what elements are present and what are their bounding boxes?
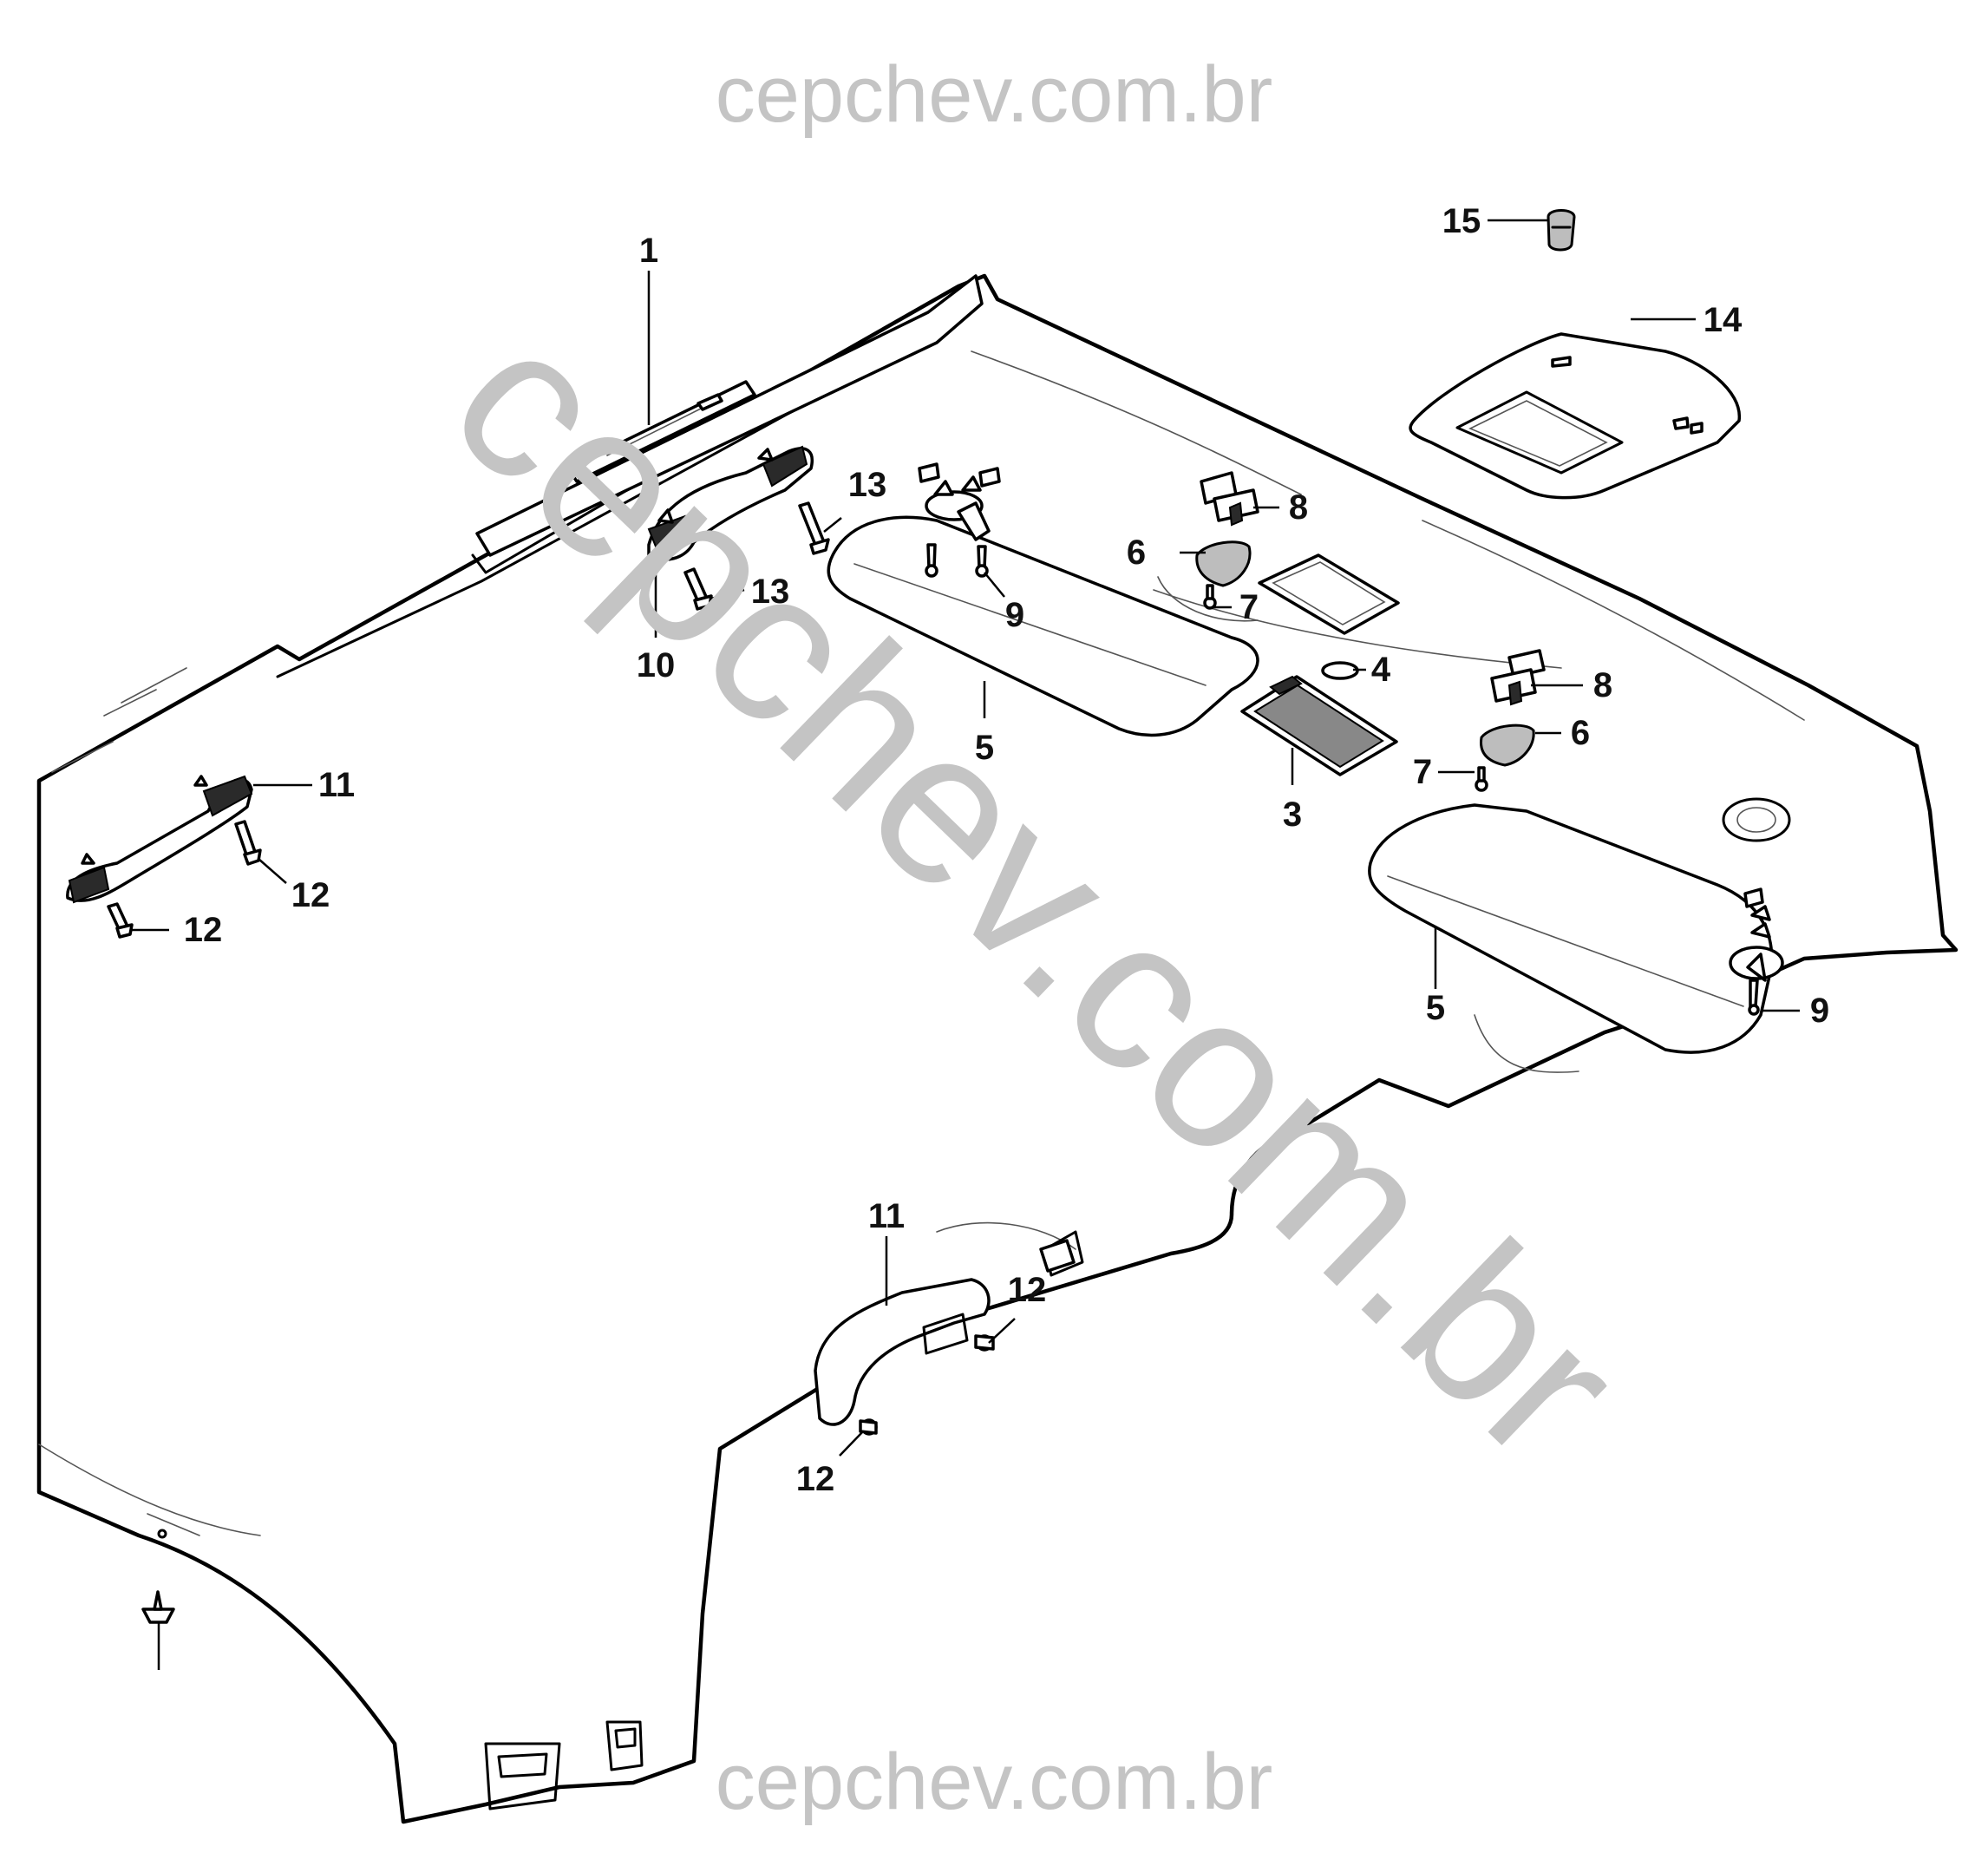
callout-1: 1 bbox=[639, 232, 658, 270]
screw-icon bbox=[975, 545, 989, 578]
callout-11-left: 11 bbox=[318, 766, 355, 804]
callout-12-rear-lower: 12 bbox=[796, 1460, 835, 1498]
watermark-bottom: cepchev.com.br bbox=[716, 1738, 1273, 1826]
bolt-icon bbox=[859, 1418, 878, 1436]
callout-5-right: 5 bbox=[1426, 989, 1445, 1027]
assist-handle-icon bbox=[647, 445, 814, 561]
visor-clip-icon bbox=[1195, 540, 1252, 587]
callout-6-right: 6 bbox=[1571, 714, 1590, 752]
screw-icon bbox=[925, 475, 991, 541]
callout-12-left-lower: 12 bbox=[184, 911, 223, 949]
callout-9-right: 9 bbox=[1810, 992, 1829, 1030]
assist-handle-icon bbox=[814, 1239, 1076, 1426]
clip-bracket-icon bbox=[1490, 649, 1546, 706]
clip-bracket-icon bbox=[1200, 471, 1259, 527]
watermark-top: cepchev.com.br bbox=[716, 50, 1273, 139]
bolt-icon bbox=[683, 567, 713, 611]
callout-13-upper: 13 bbox=[848, 466, 887, 504]
callout-7-right: 7 bbox=[1413, 753, 1432, 791]
callout-8-right: 8 bbox=[1593, 666, 1612, 704]
callout-9-front: 9 bbox=[1005, 596, 1024, 634]
screw-icon bbox=[1203, 584, 1217, 610]
bolt-icon bbox=[234, 820, 262, 866]
callout-6-front: 6 bbox=[1127, 534, 1146, 572]
visor-clip-icon bbox=[1479, 724, 1535, 767]
sunroof-frame-icon bbox=[1409, 332, 1741, 500]
screw-icon bbox=[1729, 905, 1784, 1016]
callouts: 1 3 4 5 5 6 6 7 7 8 8 9 9 10 11 11 12 12… bbox=[184, 202, 1829, 1498]
screw-icon bbox=[1475, 766, 1488, 792]
dome-lamp-icon bbox=[1240, 675, 1398, 776]
sunroof-opening-icon bbox=[1258, 553, 1400, 635]
callout-13-lower: 13 bbox=[751, 573, 790, 611]
callout-15: 15 bbox=[1442, 202, 1481, 240]
a-pillar-trim-icon bbox=[475, 274, 984, 557]
callout-11-rear: 11 bbox=[868, 1197, 905, 1235]
callout-10: 10 bbox=[637, 646, 676, 684]
bulb-icon bbox=[1321, 661, 1359, 680]
bolt-icon bbox=[107, 902, 134, 939]
callout-12-rear-upper: 12 bbox=[1008, 1271, 1047, 1309]
clip-icon bbox=[918, 462, 1764, 908]
callout-4: 4 bbox=[1371, 651, 1391, 689]
assist-handle-icon bbox=[66, 775, 253, 904]
callout-5-front: 5 bbox=[975, 729, 994, 767]
callout-7-front: 7 bbox=[1239, 588, 1259, 626]
bolt-icon bbox=[798, 501, 830, 555]
screw-icon bbox=[925, 543, 938, 578]
leader-lines bbox=[130, 219, 1800, 1457]
bolt-icon bbox=[974, 1334, 995, 1352]
push-pin-icon bbox=[141, 1590, 175, 1670]
callout-12-left-upper: 12 bbox=[291, 876, 330, 914]
callout-3: 3 bbox=[1283, 796, 1302, 834]
plug-icon bbox=[1547, 209, 1576, 252]
callout-14: 14 bbox=[1704, 301, 1743, 339]
callout-8-front: 8 bbox=[1289, 488, 1308, 527]
